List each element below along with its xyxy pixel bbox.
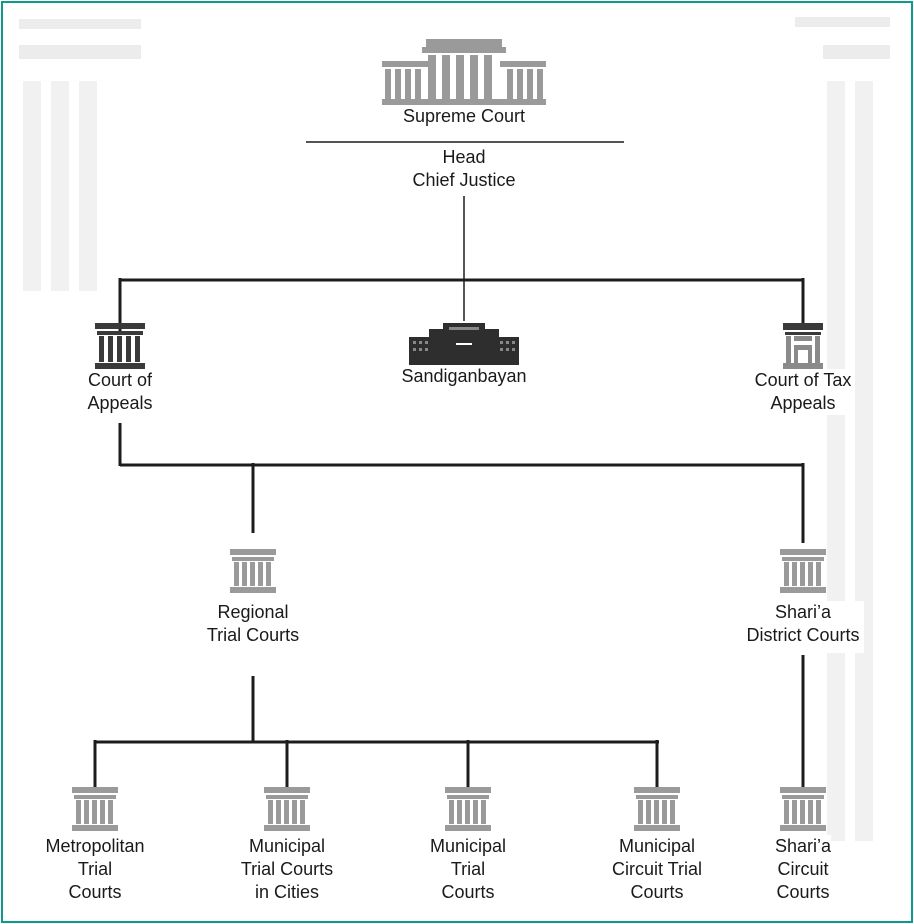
mctc-building-icon — [634, 787, 680, 831]
sharia-district-courts-label: Shari’a District Courts — [742, 601, 864, 653]
court-of-tax-appeals-node: Court of Tax Appeals — [733, 323, 873, 415]
court-building-icon — [95, 323, 145, 369]
background-capital-right — [795, 17, 890, 27]
chief-justice-label: Chief Justice — [412, 169, 516, 192]
municipal-building-icon — [445, 787, 491, 831]
regional-trial-courts-node: Regional Trial Courts — [173, 549, 333, 647]
regional-court-building-icon — [230, 549, 276, 593]
supreme-court-head: Head Chief Justice — [364, 146, 564, 192]
sharia-district-courts-node: Shari’a District Courts — [733, 549, 873, 653]
sharia-district-building-icon — [780, 549, 826, 593]
supreme-court-node: Supreme Court — [364, 37, 564, 128]
background-pillar-left-2 — [51, 81, 69, 291]
sharia-circuit-building-icon — [780, 787, 826, 831]
background-pillar-left-3 — [79, 81, 97, 291]
sandiganbayan-node: Sandiganbayan — [374, 321, 554, 388]
background-capital-left — [19, 19, 141, 29]
background-capital-right-lower — [823, 45, 890, 59]
metropolitan-trial-courts-node: Metropolitan Trial Courts — [25, 787, 165, 904]
connector-lines — [93, 141, 805, 791]
municipal-circuit-trial-courts-label: Municipal Circuit Trial Courts — [611, 835, 702, 904]
court-of-appeals-node: Court of Appeals — [60, 323, 180, 415]
municipal-circuit-trial-courts-node: Municipal Circuit Trial Courts — [587, 787, 727, 904]
metropolitan-trial-courts-label: Metropolitan Trial Courts — [45, 835, 145, 904]
metropolitan-building-icon — [72, 787, 118, 831]
head-label: Head — [442, 146, 486, 169]
supreme-court-label: Supreme Court — [402, 105, 526, 128]
municipal-trial-courts-node: Municipal Trial Courts — [398, 787, 538, 904]
supreme-court-building-icon — [382, 39, 546, 105]
municipal-trial-courts-label: Municipal Trial Courts — [429, 835, 507, 904]
mtcc-building-icon — [264, 787, 310, 831]
court-of-appeals-label: Court of Appeals — [87, 369, 153, 415]
municipal-trial-courts-in-cities-node: Municipal Trial Courts in Cities — [217, 787, 357, 904]
tax-court-building-icon — [783, 323, 823, 369]
regional-trial-courts-label: Regional Trial Courts — [206, 601, 300, 647]
court-of-tax-appeals-label: Court of Tax Appeals — [754, 369, 852, 415]
background-pillar-left-1 — [23, 81, 41, 291]
sharia-circuit-courts-node: Shari’a Circuit Courts — [743, 787, 863, 904]
background-capital-left-lower — [19, 45, 141, 59]
sharia-circuit-courts-label: Shari’a Circuit Courts — [774, 835, 832, 904]
sandiganbayan-label: Sandiganbayan — [401, 365, 527, 388]
sandiganbayan-building-icon — [409, 323, 519, 365]
municipal-trial-courts-in-cities-label: Municipal Trial Courts in Cities — [240, 835, 334, 904]
